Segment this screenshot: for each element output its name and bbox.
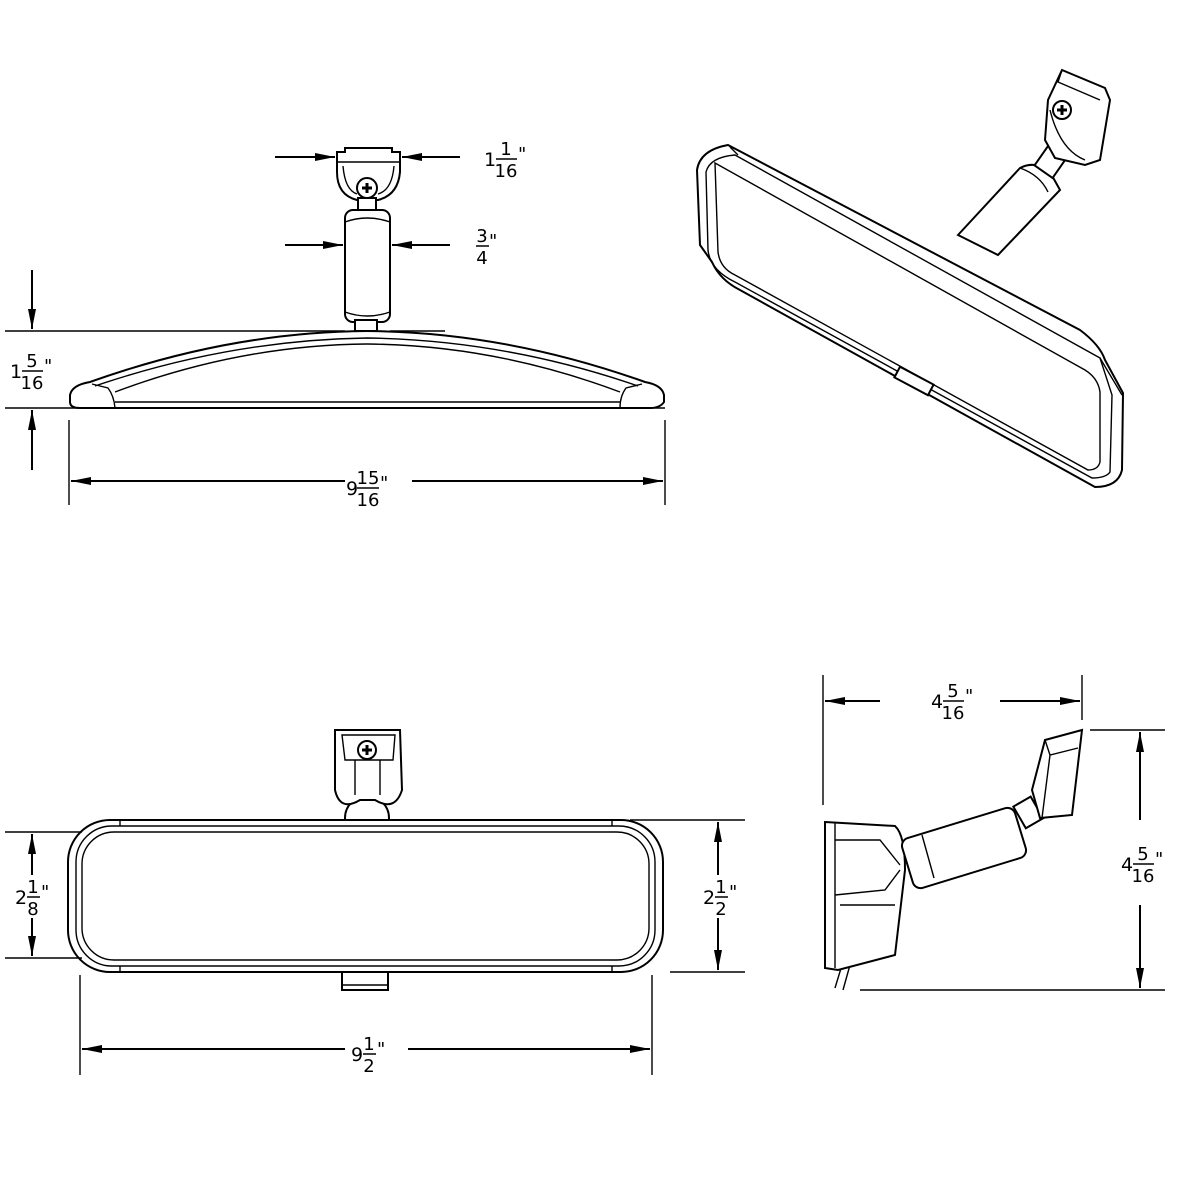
svg-text:5: 5 — [26, 351, 37, 372]
dim-label-side-width: 9 15 16 " — [346, 468, 388, 511]
svg-text:": " — [518, 144, 526, 165]
svg-text:1: 1 — [27, 877, 38, 898]
svg-text:1: 1 — [10, 361, 22, 383]
mirror-body-side — [69, 329, 665, 409]
svg-text:5: 5 — [947, 681, 958, 702]
svg-text:1: 1 — [363, 1034, 374, 1055]
svg-text:3: 3 — [476, 226, 487, 247]
svg-text:9: 9 — [346, 478, 358, 500]
svg-text:9: 9 — [351, 1044, 363, 1066]
svg-text:2: 2 — [703, 887, 715, 909]
mirror-body-perspective — [695, 143, 1125, 489]
dim-label-mount-width: 1 1 16 " — [484, 139, 526, 182]
side-view: 1 1 16 " 3 4 " 1 5 16 " 9 15 16 " — [5, 139, 666, 511]
svg-text:1: 1 — [484, 149, 496, 171]
svg-text:": " — [44, 356, 52, 377]
svg-text:": " — [965, 686, 973, 707]
svg-text:4: 4 — [1121, 854, 1133, 876]
profile-view: 4 5 16 " 4 5 16 " — [822, 675, 1165, 991]
svg-text:2: 2 — [715, 899, 726, 920]
svg-text:": " — [380, 473, 388, 494]
dim-label-front-width: 9 1 2 " — [351, 1034, 385, 1077]
dim-label-front-glass-height: 2 1 8 " — [15, 877, 49, 920]
svg-text:16: 16 — [1132, 866, 1155, 887]
front-view: 2 1 8 " 2 1 2 " 9 1 2 " — [5, 729, 745, 1077]
svg-text:16: 16 — [942, 703, 965, 724]
svg-text:": " — [729, 882, 737, 903]
svg-text:4: 4 — [931, 691, 943, 713]
mount-clip-side — [336, 147, 401, 332]
svg-text:5: 5 — [1137, 844, 1148, 865]
svg-text:1: 1 — [500, 139, 511, 160]
dim-label-profile-height: 4 5 16 " — [1121, 844, 1163, 887]
arm-perspective — [956, 68, 1112, 257]
svg-text:4: 4 — [476, 248, 487, 269]
dim-label-profile-depth: 4 5 16 " — [931, 681, 973, 724]
svg-text:16: 16 — [21, 373, 44, 394]
svg-text:16: 16 — [495, 161, 518, 182]
svg-text:": " — [1155, 849, 1163, 870]
svg-text:8: 8 — [27, 899, 38, 920]
svg-text:1: 1 — [715, 877, 726, 898]
svg-text:15: 15 — [357, 468, 380, 489]
dim-label-side-height: 1 5 16 " — [10, 351, 52, 394]
mirror-body-profile — [824, 728, 1084, 991]
svg-text:": " — [489, 231, 497, 252]
perspective-view — [695, 68, 1125, 489]
svg-text:2: 2 — [363, 1056, 374, 1077]
svg-text:2: 2 — [15, 887, 27, 909]
mirror-frame-front — [67, 819, 664, 973]
dim-label-arm-diameter: 3 4 " — [476, 226, 497, 269]
arm-cylinder — [344, 209, 391, 323]
svg-text:": " — [41, 882, 49, 903]
mirror-glass-front — [81, 831, 650, 961]
dim-label-front-height: 2 1 2 " — [703, 877, 737, 920]
svg-text:16: 16 — [357, 490, 380, 511]
arm-cylinder — [900, 806, 1028, 890]
svg-text:": " — [377, 1039, 385, 1060]
